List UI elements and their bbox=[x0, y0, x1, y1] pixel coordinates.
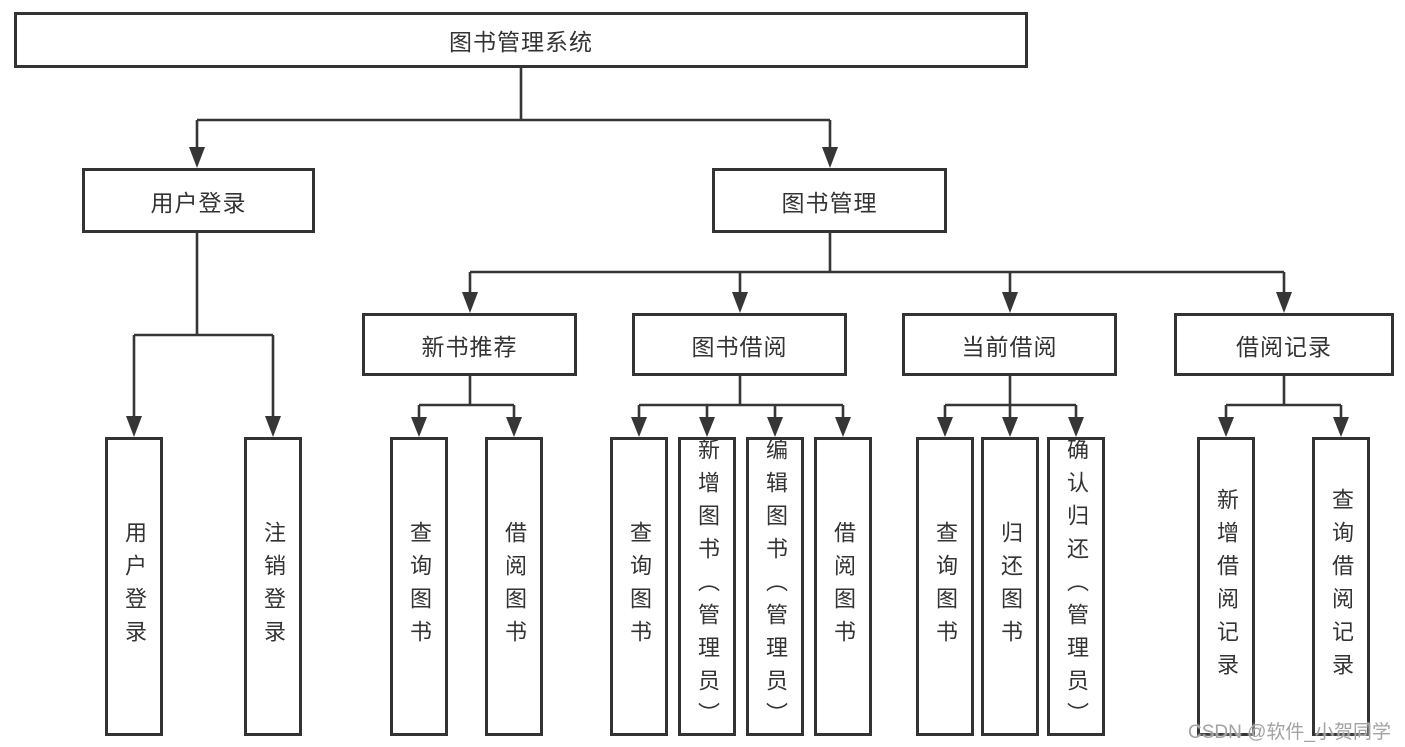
node-root-label: 图书管理系统 bbox=[449, 29, 593, 55]
leaf-query-books-borrow-label: 查询图书 bbox=[627, 520, 652, 653]
node-root: 图书管理系统 bbox=[14, 12, 1028, 68]
leaf-add-borrow-record-label: 新增借阅记录 bbox=[1214, 487, 1239, 686]
node-book-management-label: 图书管理 bbox=[781, 189, 878, 216]
connector-book-management-to-level3 bbox=[462, 233, 1292, 313]
arrowhead-icon bbox=[732, 292, 748, 313]
arrowhead-icon bbox=[699, 417, 715, 437]
connector-book-borrow-to-leaves bbox=[631, 376, 851, 437]
leaf-query-books-recommend: 查询图书 bbox=[390, 437, 448, 736]
arrowhead-icon bbox=[1218, 417, 1234, 437]
node-current-borrow-label: 当前借阅 bbox=[961, 333, 1058, 360]
arrowhead-icon bbox=[506, 417, 522, 437]
csdn-watermark: CSDN @软件_小贺同学 bbox=[1188, 722, 1391, 743]
arrowhead-icon bbox=[1002, 292, 1018, 313]
leaf-logout-label: 注销登录 bbox=[261, 520, 286, 653]
arrowhead-icon bbox=[1068, 417, 1084, 437]
leaf-add-book-admin: 新增图书（管理员） bbox=[678, 437, 736, 736]
connector-current-borrow-to-leaves bbox=[937, 376, 1084, 437]
arrowhead-icon bbox=[835, 417, 851, 437]
connector-borrow-records-to-leaves bbox=[1218, 376, 1349, 437]
connector-user-login-to-leaves bbox=[126, 233, 281, 437]
leaf-user-login: 用户登录 bbox=[105, 437, 163, 736]
leaf-query-borrow-record-label: 查询借阅记录 bbox=[1329, 487, 1354, 686]
node-new-book-recommend-label: 新书推荐 bbox=[421, 333, 518, 360]
node-current-borrow: 当前借阅 bbox=[902, 313, 1117, 376]
arrowhead-icon bbox=[631, 417, 647, 437]
leaf-query-books-recommend-label: 查询图书 bbox=[407, 520, 432, 653]
leaf-confirm-return-admin-label: 确认归还（管理员） bbox=[1064, 438, 1089, 735]
arrowhead-icon bbox=[265, 416, 281, 437]
leaf-confirm-return-admin: 确认归还（管理员） bbox=[1047, 437, 1105, 736]
node-new-book-recommend: 新书推荐 bbox=[362, 313, 577, 376]
node-book-borrow-label: 图书借阅 bbox=[691, 333, 788, 360]
leaf-borrow-books-recommend: 借阅图书 bbox=[485, 437, 543, 736]
arrowhead-icon bbox=[126, 416, 142, 437]
leaf-query-borrow-record: 查询借阅记录 bbox=[1312, 437, 1370, 736]
leaf-add-book-admin-label: 新增图书（管理员） bbox=[695, 438, 720, 735]
leaf-borrow-books: 借阅图书 bbox=[814, 437, 872, 736]
leaf-return-book: 归还图书 bbox=[981, 437, 1039, 736]
arrowhead-icon bbox=[1002, 417, 1018, 437]
arrowhead-icon bbox=[189, 147, 205, 168]
arrowhead-icon bbox=[937, 417, 953, 437]
leaf-return-book-label: 归还图书 bbox=[998, 520, 1023, 653]
node-book-borrow: 图书借阅 bbox=[632, 313, 847, 376]
leaf-borrow-books-recommend-label: 借阅图书 bbox=[502, 520, 527, 653]
arrowhead-icon bbox=[822, 147, 838, 168]
node-user-login: 用户登录 bbox=[82, 168, 315, 233]
leaf-edit-book-admin-label: 编辑图书（管理员） bbox=[763, 438, 788, 735]
leaf-user-login-label: 用户登录 bbox=[122, 520, 147, 653]
node-user-login-label: 用户登录 bbox=[150, 189, 247, 216]
node-book-management: 图书管理 bbox=[712, 168, 947, 233]
node-borrow-records: 借阅记录 bbox=[1174, 313, 1394, 376]
connector-new-book-recommend-to-leaves bbox=[411, 376, 522, 437]
leaf-edit-book-admin: 编辑图书（管理员） bbox=[746, 437, 804, 736]
node-borrow-records-label: 借阅记录 bbox=[1236, 333, 1332, 360]
arrowhead-icon bbox=[1333, 417, 1349, 437]
arrowhead-icon bbox=[462, 292, 478, 313]
leaf-query-books-current-label: 查询图书 bbox=[933, 520, 958, 653]
connector-root-to-level2 bbox=[189, 68, 838, 168]
leaf-query-books-borrow: 查询图书 bbox=[610, 437, 668, 736]
arrowhead-icon bbox=[1276, 292, 1292, 313]
arrowhead-icon bbox=[767, 417, 783, 437]
leaf-logout: 注销登录 bbox=[244, 437, 302, 736]
leaf-borrow-books-label: 借阅图书 bbox=[831, 520, 856, 653]
arrowhead-icon bbox=[411, 417, 427, 437]
leaf-query-books-current: 查询图书 bbox=[916, 437, 974, 736]
leaf-add-borrow-record: 新增借阅记录 bbox=[1197, 437, 1255, 736]
